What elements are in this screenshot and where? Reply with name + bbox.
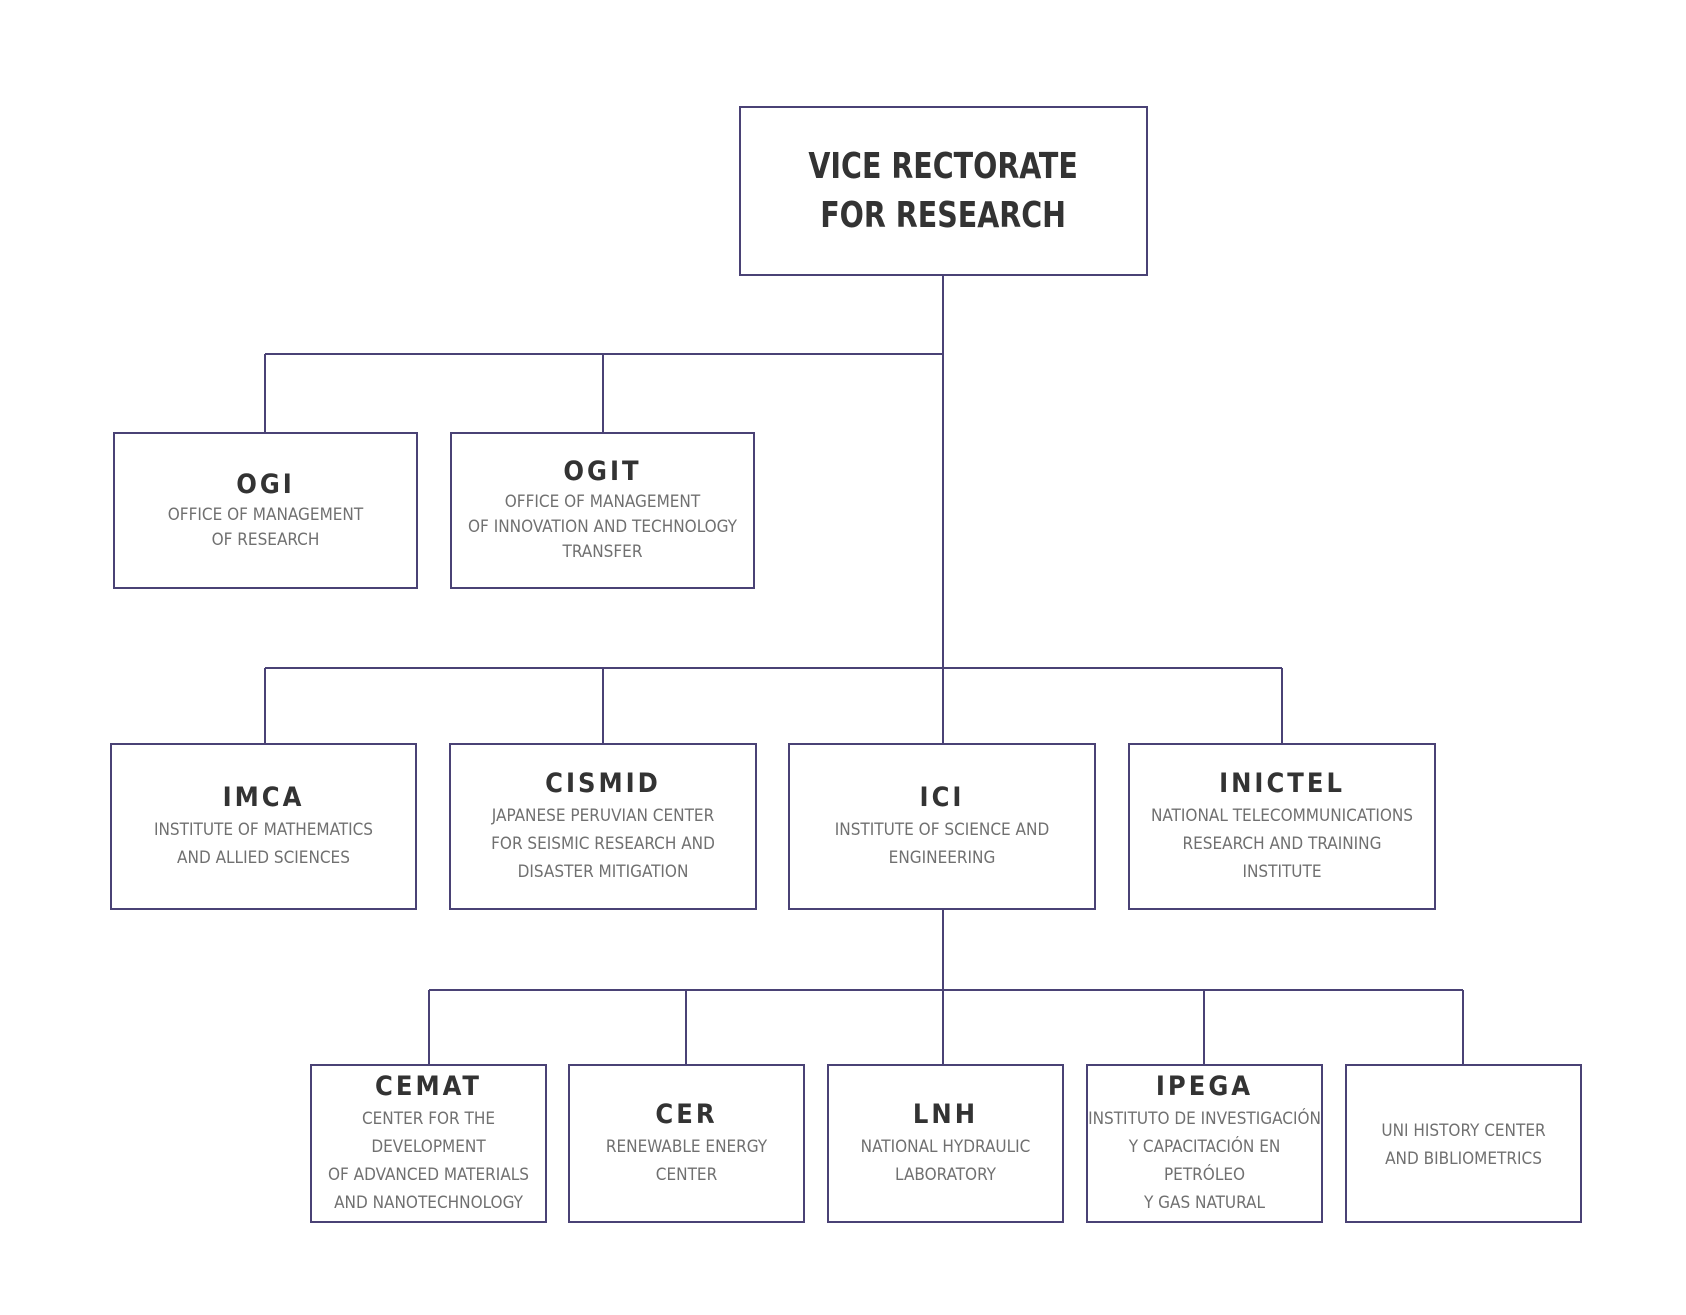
institute-box-cismid: CISMID JAPANESE PERUVIAN CENTER FOR SEIS…	[449, 743, 757, 910]
unit-acronym: CER	[655, 1098, 718, 1130]
vice-rectorate-title: VICE RECTORATE FOR RESEARCH	[808, 146, 1079, 236]
center-box-lnh: LNH NATIONAL HYDRAULIC LABORATORY	[827, 1064, 1064, 1223]
unit-description: INSTITUTO DE INVESTIGACIÓN Y CAPACITACIÓ…	[1088, 1108, 1321, 1213]
unit-description: OFFICE OF MANAGEMENT OF INNOVATION AND T…	[468, 492, 737, 562]
unit-description: NATIONAL TELECOMMUNICATIONS RESEARCH AND…	[1150, 805, 1414, 882]
center-box-ipega: IPEGA INSTITUTO DE INVESTIGACIÓN Y CAPAC…	[1086, 1064, 1323, 1223]
unit-description: NATIONAL HYDRAULIC LABORATORY	[860, 1136, 1031, 1185]
unit-acronym: CEMAT	[375, 1070, 482, 1102]
center-box-cemat: CEMAT CENTER FOR THE DEVELOPMENT OF ADVA…	[310, 1064, 547, 1223]
unit-description: UNI HISTORY CENTER AND BIBLIOMETRICS	[1381, 1120, 1546, 1169]
unit-acronym: INICTEL	[1219, 767, 1345, 799]
unit-description: INSTITUTE OF MATHEMATICS AND ALLIED SCIE…	[153, 819, 373, 868]
unit-acronym: OGIT	[563, 456, 642, 487]
unit-description: CENTER FOR THE DEVELOPMENT OF ADVANCED M…	[327, 1108, 530, 1213]
unit-acronym: IPEGA	[1155, 1070, 1254, 1102]
institute-box-ici: ICI INSTITUTE OF SCIENCE AND ENGINEERING	[788, 743, 1096, 910]
unit-acronym: LNH	[912, 1098, 979, 1130]
unit-description: OFFICE OF MANAGEMENT OF RESEARCH	[167, 504, 364, 550]
unit-acronym: OGI	[236, 468, 295, 500]
unit-description: JAPANESE PERUVIAN CENTER FOR SEISMIC RES…	[491, 805, 715, 882]
institute-box-imca: IMCA INSTITUTE OF MATHEMATICS AND ALLIED…	[110, 743, 417, 910]
center-box-uni-history: UNI HISTORY CENTER AND BIBLIOMETRICS	[1345, 1064, 1582, 1223]
unit-acronym: ICI	[919, 781, 965, 813]
center-box-cer: CER RENEWABLE ENERGY CENTER	[568, 1064, 805, 1223]
unit-description: RENEWABLE ENERGY CENTER	[605, 1136, 768, 1185]
unit-description: INSTITUTE OF SCIENCE AND ENGINEERING	[834, 819, 1050, 868]
vice-rectorate-box: VICE RECTORATE FOR RESEARCH	[739, 106, 1148, 276]
office-box-ogi: OGI OFFICE OF MANAGEMENT OF RESEARCH	[113, 432, 418, 589]
unit-acronym: CISMID	[545, 767, 661, 799]
unit-acronym: IMCA	[222, 781, 305, 813]
office-box-ogit: OGIT OFFICE OF MANAGEMENT OF INNOVATION …	[450, 432, 755, 589]
institute-box-inictel: INICTEL NATIONAL TELECOMMUNICATIONS RESE…	[1128, 743, 1436, 910]
